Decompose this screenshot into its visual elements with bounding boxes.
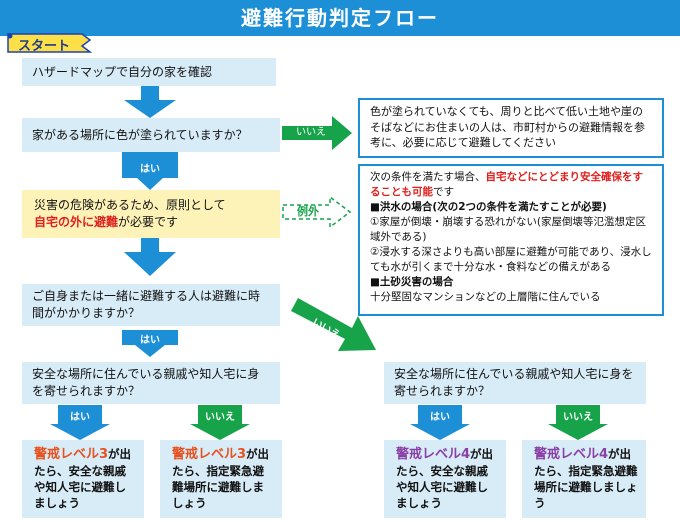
result-level-label: 警戒レベル3	[34, 447, 109, 462]
yes-arrow-right	[410, 405, 470, 440]
step-question-colored: 家がある場所に色が塗られていますか？	[22, 118, 280, 152]
step-question-time: ご自身または一緒に避難する人は避難に時間がかかりますか？	[22, 284, 280, 326]
no-label-right: いいえ	[563, 412, 593, 423]
flood-condition-2: ②浸水する深さよりも高い部屋に避難が可能であり、浸水しても水が引くまで十分な水・…	[370, 246, 652, 273]
yes-label-left: はい	[70, 412, 90, 423]
danger-line1: 災害の危険があるため、原則として	[34, 198, 226, 212]
landslide-heading: ■土砂災害の場合	[370, 276, 454, 288]
result-level4-relatives: 警戒レベル4が出たら、安全な親戚や知人宅に避難しましょう	[384, 440, 506, 518]
yes-label-1: はい	[140, 164, 160, 175]
result-text: が出たら、指定緊急避難場所に避難しましょう	[534, 447, 638, 510]
exception-intro-1: 次の条件を満たす場合、	[370, 171, 486, 183]
result-level3-relatives: 警戒レベル3が出たら、安全な親戚や知人宅に避難しましょう	[22, 440, 144, 518]
yes-arrow-left	[50, 405, 110, 440]
landslide-condition: 十分堅固なマンションなどの上層階に住んでいる	[370, 291, 601, 303]
danger-line2: 自宅の外に避難が必要です	[34, 214, 268, 231]
step-check-hazard-map: ハザードマップで自分の家を確認	[22, 58, 276, 86]
yes-arrow-1	[122, 152, 178, 190]
result-level-label: 警戒レベル4	[396, 447, 471, 462]
no-arrow-diagonal	[291, 298, 376, 351]
danger-line2-red: 自宅の外に避難	[34, 215, 119, 229]
result-text: が出たら、安全な親戚や知人宅に避難しましょう	[396, 447, 494, 510]
result-level3-shelter: 警戒レベル3が出たら、指定緊急避難場所に避難しましょう	[160, 440, 282, 518]
yes-arrow-2	[122, 330, 178, 357]
page-title: 避難行動判定フロー	[0, 0, 680, 36]
no-arrow-left	[190, 405, 250, 440]
result-text: が出たら、指定緊急避難場所に避難しましょう	[172, 447, 270, 510]
exception-intro: 次の条件を満たす場合、自宅などにとどまり安全確保をすることも可能です	[370, 170, 652, 200]
no-arrow-right-branch	[548, 405, 608, 440]
danger-line2-rest: が必要です	[118, 215, 179, 229]
start-flag-icon	[7, 33, 93, 53]
result-text: が出たら、安全な親戚や知人宅に避難しましょう	[34, 447, 132, 510]
no-color-note: 色が塗られていなくても、周りと比べて低い土地や崖のそばなどにお住まいの人は、市町…	[358, 98, 664, 158]
down-arrow-1	[124, 86, 176, 118]
no-label-left: いいえ	[205, 412, 235, 423]
flood-heading: ■洪水の場合(次の2つの条件を満たすことが必要)	[370, 201, 607, 213]
exception-arrow	[282, 195, 352, 229]
no-label-1: いいえ	[296, 127, 326, 138]
result-level4-shelter: 警戒レベル4が出たら、指定緊急避難場所に避難しましょう	[522, 440, 646, 518]
result-level-label: 警戒レベル3	[172, 447, 247, 462]
exception-intro-2: です	[433, 186, 454, 198]
exception-intro-red: 自宅などにとどまり安全確保をすることも可能	[370, 171, 643, 198]
step-question-relatives-left: 安全な場所に住んでいる親戚や知人宅に身を寄せられますか？	[22, 362, 280, 404]
danger-box: 災害の危険があるため、原則として 自宅の外に避難が必要です	[22, 190, 280, 238]
yes-label-2: はい	[140, 335, 160, 346]
step-question-relatives-right: 安全な場所に住んでいる親戚や知人宅に身を寄せられますか？	[384, 362, 646, 404]
no-arrow-right	[282, 116, 352, 150]
exception-box: 次の条件を満たす場合、自宅などにとどまり安全確保をすることも可能です ■洪水の場…	[358, 164, 664, 316]
start-label: スタート	[18, 39, 71, 54]
exception-label: 例外	[297, 205, 319, 218]
down-arrow-2	[124, 238, 176, 276]
yes-label-right: はい	[430, 412, 450, 423]
flood-condition-1: ①家屋が倒壊・崩壊する恐れがない(家屋倒壊等氾濫想定区域外である)	[370, 216, 647, 243]
result-level-label: 警戒レベル4	[534, 447, 609, 462]
